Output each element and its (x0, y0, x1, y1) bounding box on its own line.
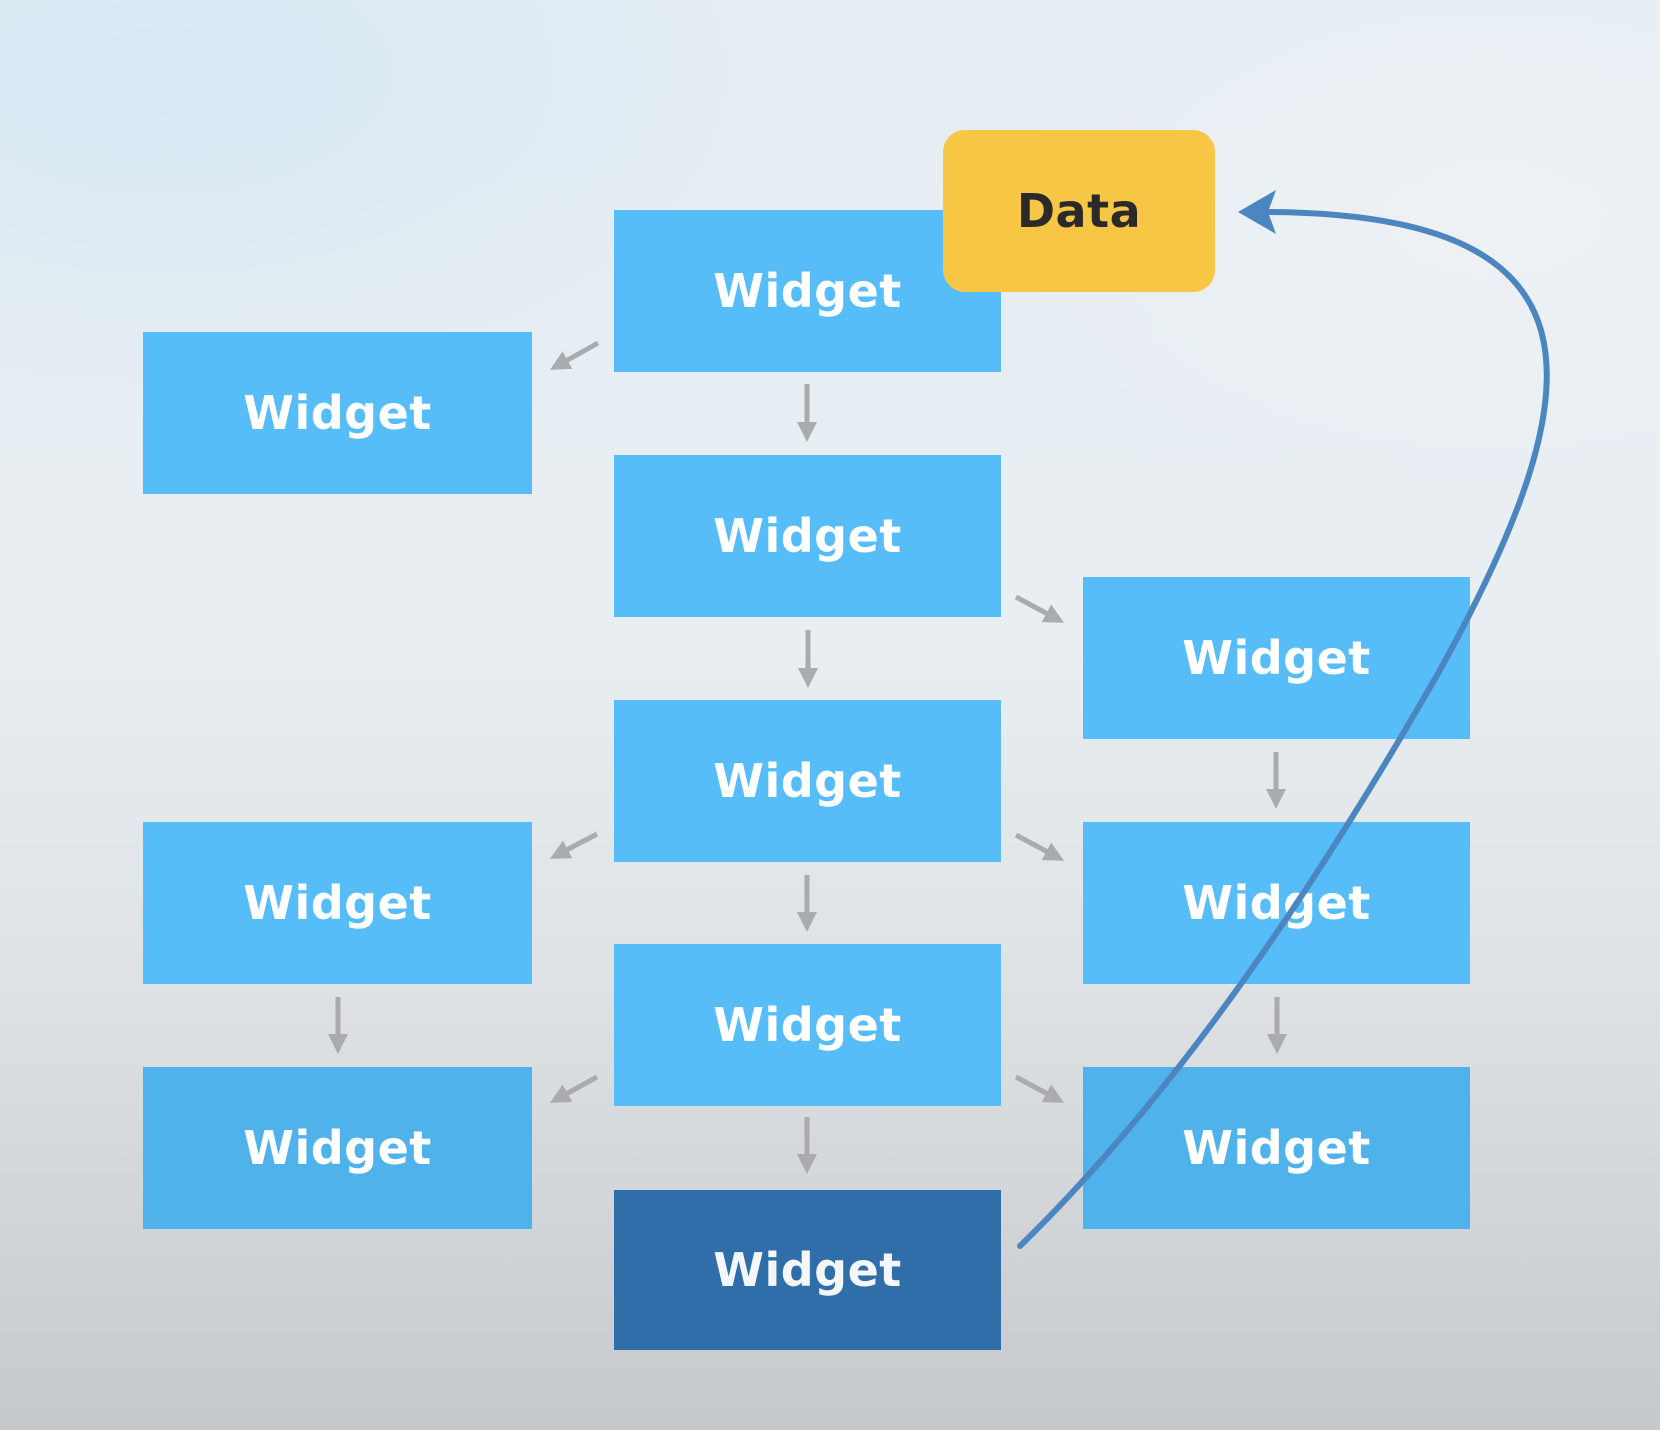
arrow-diagonal-right (1014, 832, 1065, 861)
widget-center-3: Widget (614, 700, 1001, 862)
widget-left-1: Widget (143, 332, 532, 494)
widget-center-4: Widget (614, 944, 1001, 1106)
widget-label: Widget (713, 264, 902, 318)
widget-left-2: Widget (143, 822, 532, 984)
widget-right-1: Widget (1083, 577, 1470, 739)
widget-label: Widget (243, 876, 432, 930)
widget-label: Widget (1182, 876, 1371, 930)
widget-label: Widget (713, 509, 902, 563)
data-flow-curve (1017, 209, 1550, 1249)
data-box: Data (943, 130, 1215, 292)
widget-label: Widget (1182, 631, 1371, 685)
widget-bottom-highlighted: Widget (614, 1190, 1001, 1350)
widget-label: Widget (713, 998, 902, 1052)
arrow-diagonal-left (550, 340, 600, 370)
arrow-diagonal-right (1014, 1074, 1065, 1103)
widget-left-3: Widget (143, 1067, 532, 1229)
widget-right-3: Widget (1083, 1067, 1470, 1229)
data-label: Data (1016, 184, 1142, 238)
widget-label: Widget (713, 754, 902, 808)
widget-label: Widget (243, 1121, 432, 1175)
widget-right-2: Widget (1083, 822, 1470, 984)
widget-top: Widget (614, 210, 1001, 372)
arrow-diagonal-left (549, 1074, 599, 1103)
widget-label: Widget (713, 1243, 902, 1297)
data-flow-arrowhead (1238, 190, 1276, 234)
widget-center-2: Widget (614, 455, 1001, 617)
arrow-diagonal-right (1014, 594, 1065, 623)
widget-label: Widget (243, 386, 432, 440)
arrow-diagonal-left (549, 831, 599, 859)
widget-label: Widget (1182, 1121, 1371, 1175)
